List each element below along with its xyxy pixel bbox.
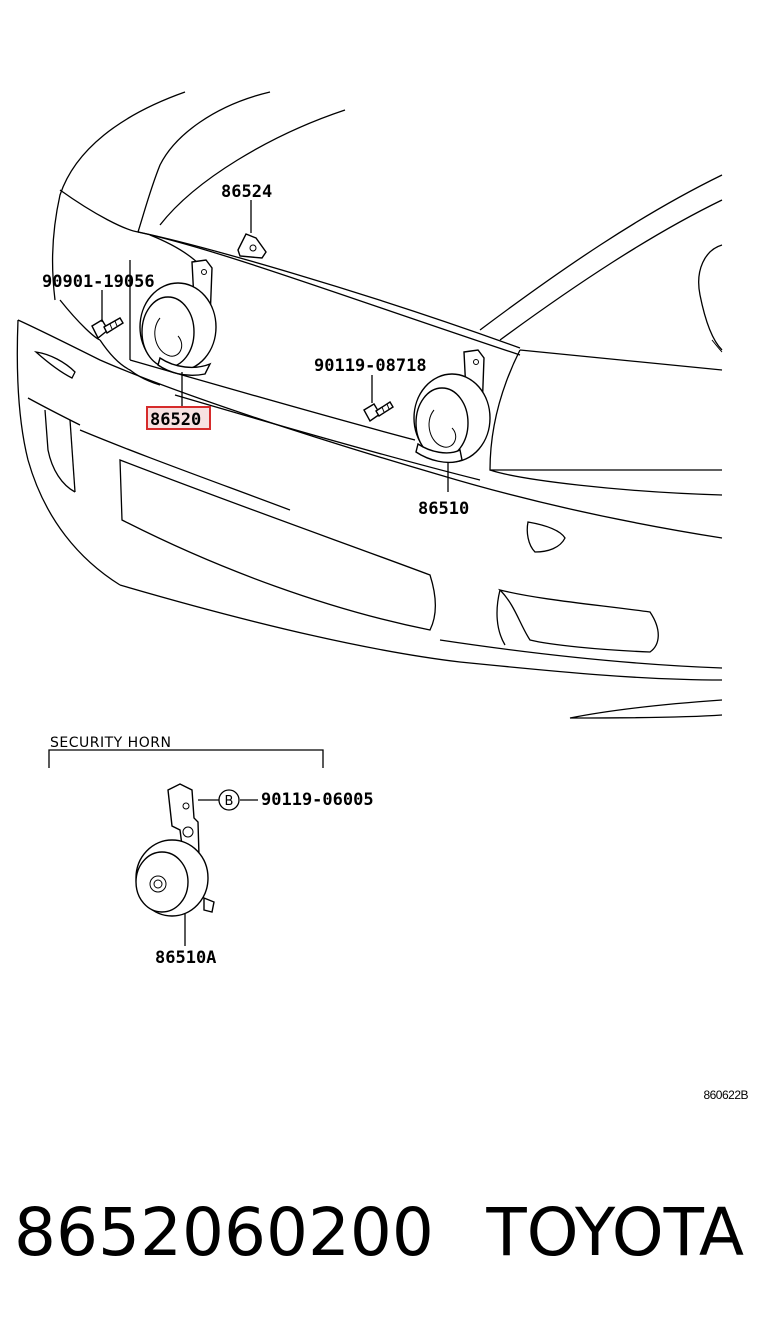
footer-part-number: 8652060200 [14, 1194, 434, 1271]
callout-86520[interactable]: 86520 [150, 410, 201, 430]
bolt-90901-19056[interactable] [91, 290, 124, 340]
bolt-90119-06005[interactable] [198, 789, 258, 811]
callout-86510a: 86510A [155, 948, 216, 968]
highlight-box-86520 [146, 406, 211, 430]
vehicle-front-outline [16, 91, 723, 719]
bolt-marker-b [218, 789, 240, 811]
drawing-code: 860622B [703, 1088, 748, 1102]
horn-86510a[interactable] [135, 783, 215, 946]
callout-90119-08718: 90119-08718 [314, 356, 427, 376]
horn-86510[interactable] [413, 349, 491, 492]
callout-86524: 86524 [221, 182, 272, 202]
callout-90119-06005: 90119-06005 [261, 790, 374, 810]
footer-brand: TOYOTA [485, 1194, 744, 1271]
bolt-marker-b-letter: B [225, 794, 234, 809]
bolt-90119-08718[interactable] [363, 375, 394, 423]
security-horn-group [48, 749, 324, 768]
bracket-86524[interactable] [237, 200, 267, 259]
callout-90901-19056: 90901-19056 [42, 272, 155, 292]
security-horn-title: SECURITY HORN [50, 735, 171, 751]
horn-86520[interactable] [139, 259, 217, 406]
callout-86510: 86510 [418, 499, 469, 519]
